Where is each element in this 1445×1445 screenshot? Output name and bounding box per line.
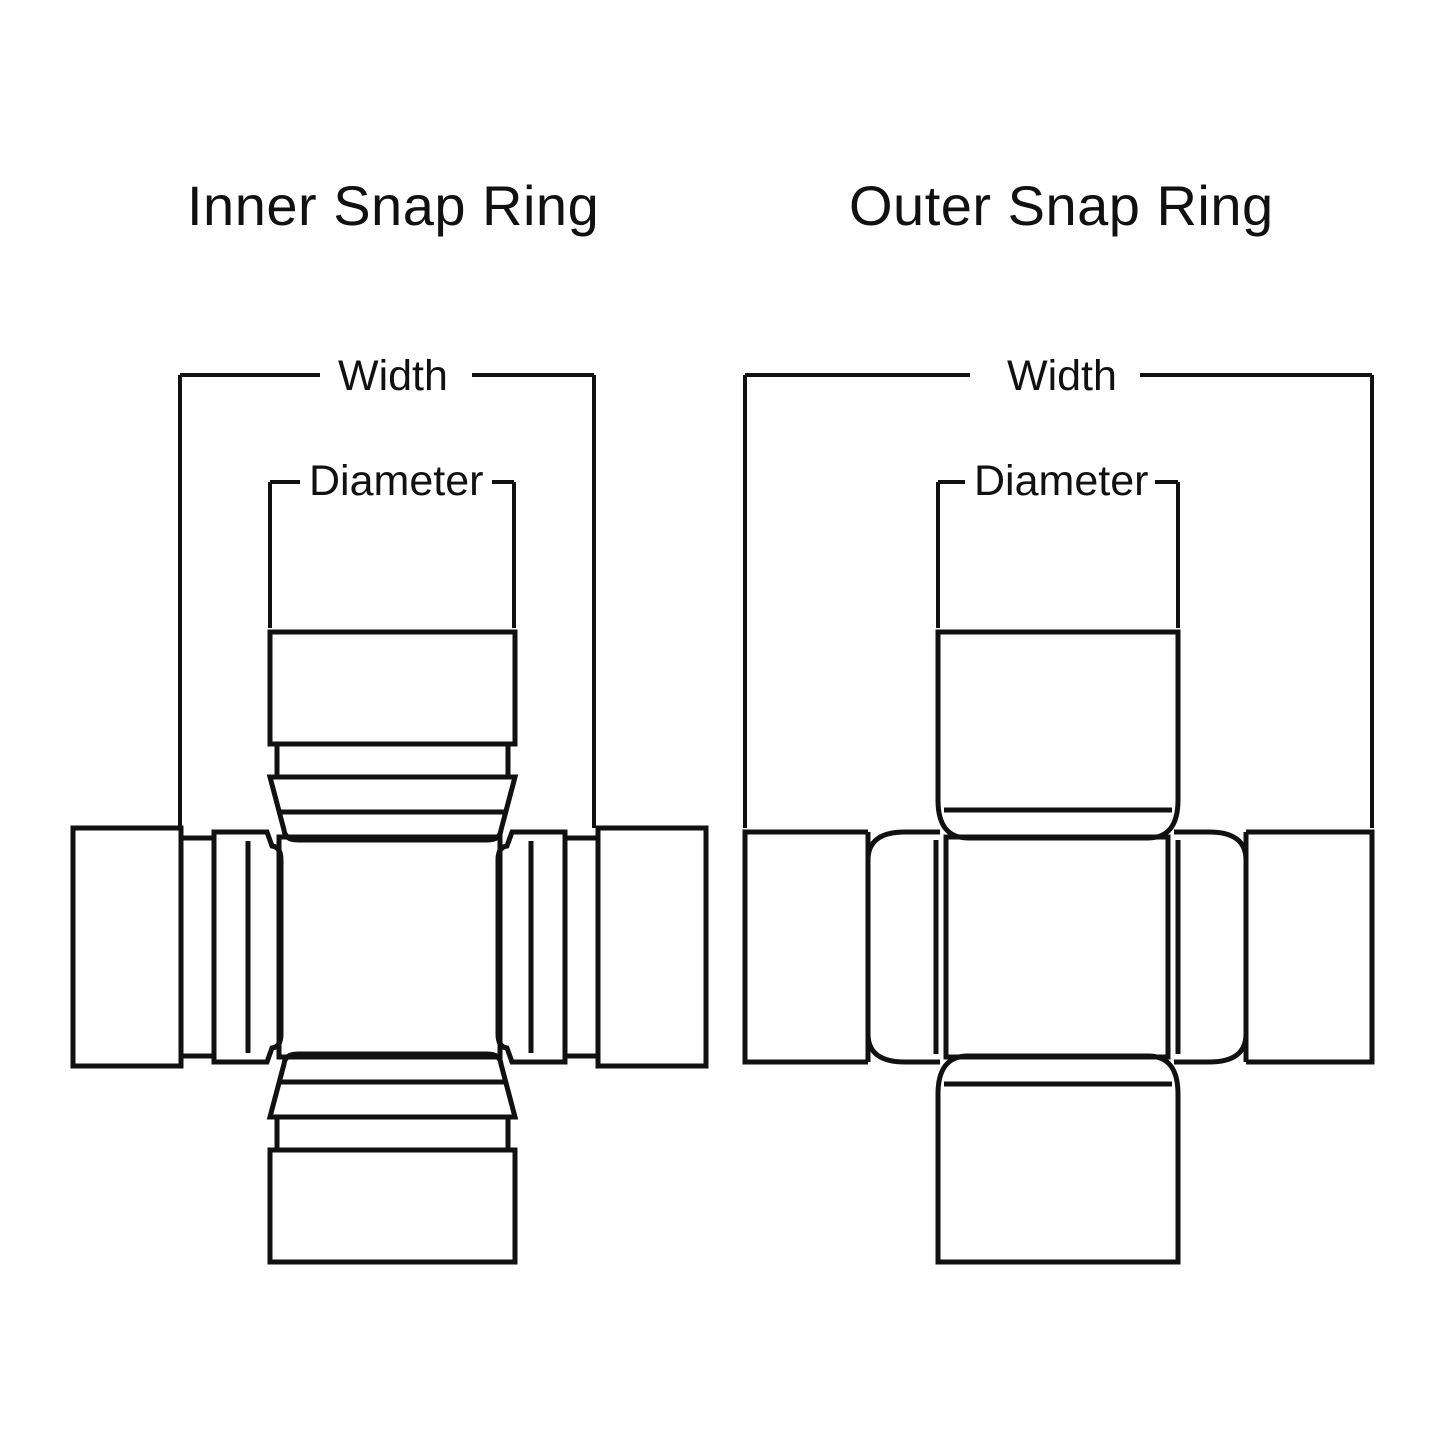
top-cap-inner <box>266 629 519 843</box>
center-hub-inner <box>276 834 503 1060</box>
dimension-label-width-outer: Width <box>1001 352 1123 401</box>
inner-snap-ring-drawing <box>70 373 709 1265</box>
diameter-dimension-inner <box>268 480 516 628</box>
left-cap-inner <box>70 825 284 1069</box>
top-cap-outer <box>935 629 1181 841</box>
dimension-label-diameter-inner: Diameter <box>303 457 490 506</box>
left-cap-outer <box>742 829 940 1065</box>
diagram-title-inner-snap-ring: Inner Snap Ring <box>187 174 600 237</box>
outer-snap-ring-drawing <box>742 373 1375 1265</box>
bottom-cap-outer <box>935 1053 1181 1265</box>
right-cap-outer <box>1174 829 1375 1065</box>
bottom-cap-inner <box>266 1051 519 1265</box>
width-dimension-outer <box>743 373 1374 828</box>
right-cap-inner <box>495 825 709 1069</box>
center-hub-outer <box>943 834 1171 1060</box>
diagram-title-outer-snap-ring: Outer Snap Ring <box>849 174 1274 237</box>
width-dimension-inner <box>178 373 596 828</box>
dimension-label-width-inner: Width <box>332 352 454 401</box>
dimension-label-diameter-outer: Diameter <box>968 457 1155 506</box>
diameter-dimension-outer <box>936 480 1180 628</box>
